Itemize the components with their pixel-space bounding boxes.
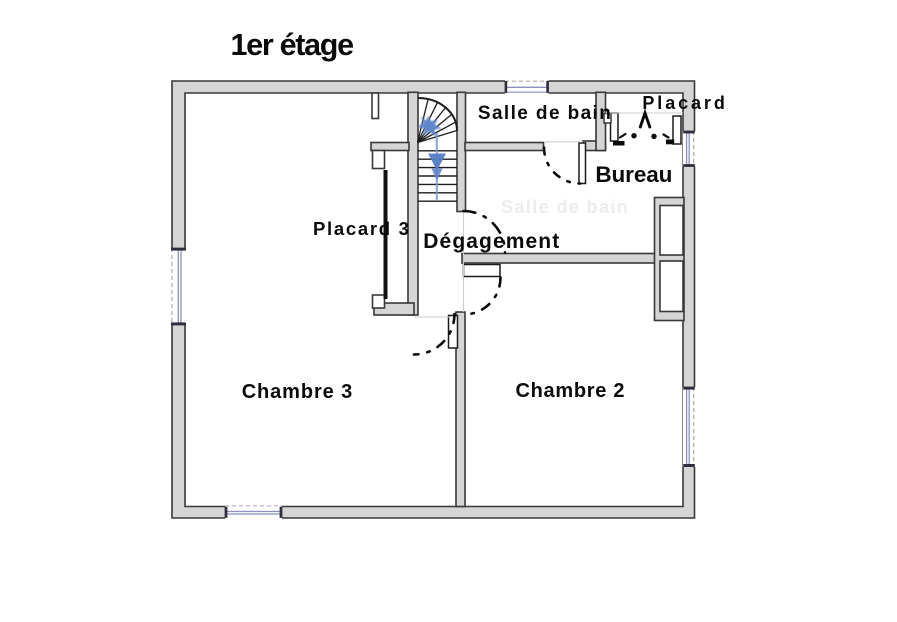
svg-text:Salle de bain: Salle de bain [501,197,629,217]
